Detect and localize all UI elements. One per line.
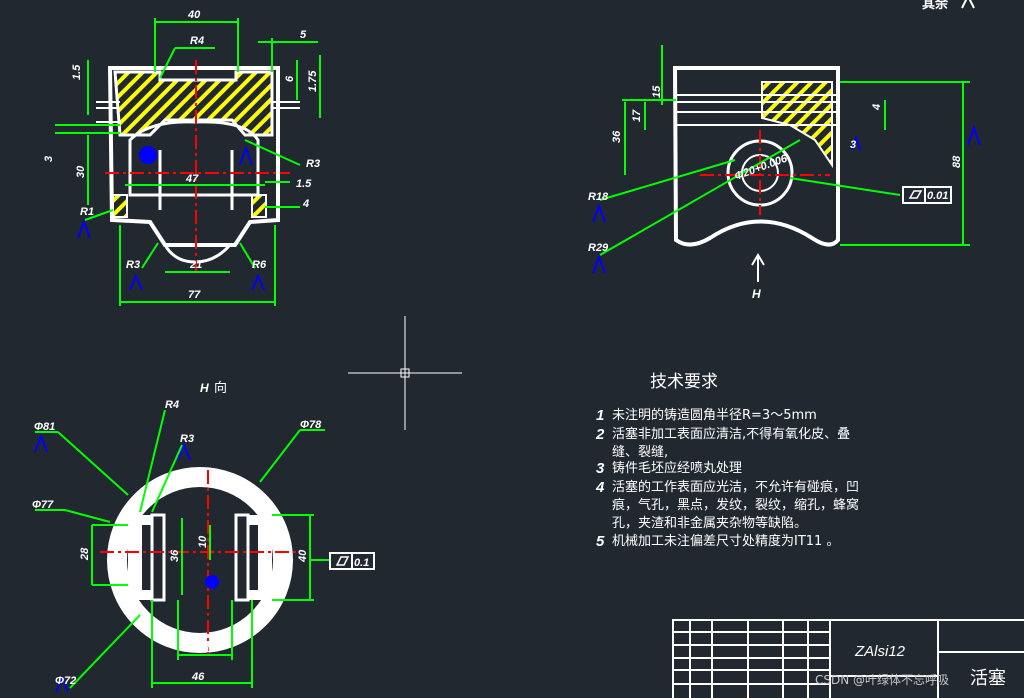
front-dim-21: 21: [189, 259, 202, 271]
bottom-dim-r4: R4: [165, 399, 179, 411]
side-outline: [672, 66, 840, 247]
front-dim-r6: R6: [252, 259, 267, 271]
tech-item-3-line-1: 铸件毛坯应经喷丸处理: [612, 460, 742, 476]
side-dim-88: 88: [951, 155, 963, 168]
front-inner: [128, 120, 260, 197]
front-dim-5: 5: [300, 29, 307, 41]
front-hatch-skirt-right: [251, 194, 267, 218]
front-dim-6: 6: [284, 75, 296, 82]
bottom-dim-46: 46: [191, 671, 205, 683]
bottom-dim-p81: Φ81: [34, 421, 55, 433]
front-dim-r4: R4: [190, 35, 204, 47]
tech-item-3-num: 3: [596, 460, 605, 477]
tech-item-4-line-3: 孔，夹渣和非金属夹杂物等缺陷。: [612, 515, 807, 531]
bottom-view: H 向: [32, 380, 375, 693]
side-dim-r29: R29: [588, 242, 609, 254]
front-dim-47: 47: [185, 173, 199, 185]
front-dim-4: 4: [302, 198, 309, 210]
tech-item-5-line-1: 机械加工未注偏差尺寸处精度为IT11 。: [612, 533, 839, 549]
front-dim-30: 30: [75, 165, 87, 178]
side-dim-36: 36: [611, 130, 623, 143]
arrow-h-label: H: [752, 287, 761, 301]
front-dim-1-75: 1.75: [307, 70, 319, 92]
cad-crosshair: [348, 316, 462, 430]
bottom-dim-31: 31: [198, 643, 210, 655]
top-right-label: 其余: [922, 0, 949, 12]
side-dim-3: 3: [850, 139, 856, 151]
front-dim-1-5b: 1.5: [296, 178, 312, 190]
tech-item-1-line-1: 未注明的铸造圆角半径R=3～5mm: [612, 407, 817, 423]
side-view: 15 17 36 88 4 3 R18 R29 Φ20+0.006 0.01 H: [588, 45, 981, 301]
part-name: 活塞: [970, 668, 1006, 689]
tech-item-2-line-2: 缝、裂缝,: [612, 445, 668, 460]
tech-item-4-line-2: 痕，气孔，黑点，发纹，裂纹，缩孔，蜂窝: [612, 497, 859, 513]
view-h-suffix: 向: [214, 380, 227, 396]
front-outline: [107, 66, 280, 247]
front-dim-r3b: R3: [126, 259, 140, 271]
side-dim-17: 17: [631, 109, 643, 122]
front-hatch-left: [113, 70, 274, 137]
front-dim-r3: R3: [306, 158, 320, 170]
tech-title: 技术要求: [650, 372, 718, 392]
side-dim-4: 4: [871, 104, 883, 111]
tech-item-4-line-1: 活塞的工作表面应光洁，不允许有碰痕，凹: [612, 479, 859, 495]
side-tolerance: 0.01: [927, 190, 948, 202]
bottom-tolerance: 0.1: [354, 557, 369, 569]
tech-item-5-num: 5: [596, 533, 605, 550]
side-dim-15: 15: [651, 85, 663, 98]
tech-item-1-num: 1: [596, 407, 604, 424]
front-dim-3: 3: [43, 156, 55, 162]
front-dim-1-5: 1.5: [71, 64, 83, 80]
front-hatch-skirt-left: [112, 194, 128, 218]
tech-item-4-num: 4: [595, 479, 605, 496]
side-dim-r18: R18: [588, 191, 609, 203]
watermark: CSDN @叶绿体不忘呼吸: [815, 672, 949, 687]
bottom-dim-10: 10: [197, 535, 209, 548]
title-block: [672, 619, 1024, 698]
front-section-view: 40 R4 5 1.5 6 1.75 3 30 R3 47 1.5 R1 4 R…: [43, 9, 321, 306]
front-dim-77: 77: [188, 289, 201, 301]
material-label: ZAlsi12: [854, 643, 906, 660]
bottom-dim-36: 36: [169, 549, 181, 562]
bottom-dim-28: 28: [79, 547, 91, 561]
bottom-dim-p77: Φ77: [32, 499, 54, 511]
front-dim-40: 40: [187, 9, 201, 21]
bottom-dim-p78: Φ78: [300, 419, 322, 431]
tech-requirements: 技术要求 1 未注明的铸造圆角半径R=3～5mm 2 活塞非加工表面应清洁,不得…: [595, 372, 859, 550]
bottom-dim-p72: Φ72: [55, 675, 76, 687]
bottom-dim-r3: R3: [180, 433, 194, 445]
tech-item-2-num: 2: [595, 426, 605, 443]
bottom-dim-40: 40: [297, 549, 309, 563]
tech-item-2-line-1: 活塞非加工表面应清洁,不得有氧化皮、叠: [612, 426, 850, 442]
side-dim-pin: Φ20+0.006: [733, 152, 790, 182]
view-h-letter: H: [200, 381, 209, 395]
front-dim-r1: R1: [80, 206, 94, 218]
